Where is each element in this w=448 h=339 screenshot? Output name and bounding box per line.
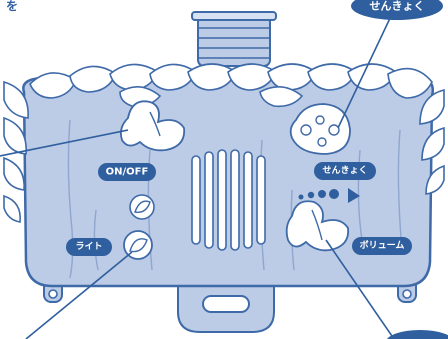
callout-volume-marker <box>386 330 448 339</box>
volume-label: ボリューム <box>360 239 405 251</box>
bottom-hook-tab <box>178 280 274 332</box>
threaded-neck <box>192 12 276 66</box>
melody-label-pill: せんきょく <box>314 162 376 180</box>
power-label: ON/OFF <box>106 167 149 178</box>
power-button[interactable]: ON/OFF <box>98 163 156 181</box>
volume-label-pill: ボリューム <box>352 237 412 255</box>
callout-melody: せんきょく <box>351 0 443 20</box>
light-label: ライト <box>75 241 102 252</box>
light-label-pill: ライト <box>66 238 112 256</box>
callout-melody-label: せんきょく <box>370 0 425 13</box>
leaf-icon <box>130 195 154 219</box>
corner-glyph: を <box>6 0 18 13</box>
melody-label: せんきょく <box>322 165 367 176</box>
